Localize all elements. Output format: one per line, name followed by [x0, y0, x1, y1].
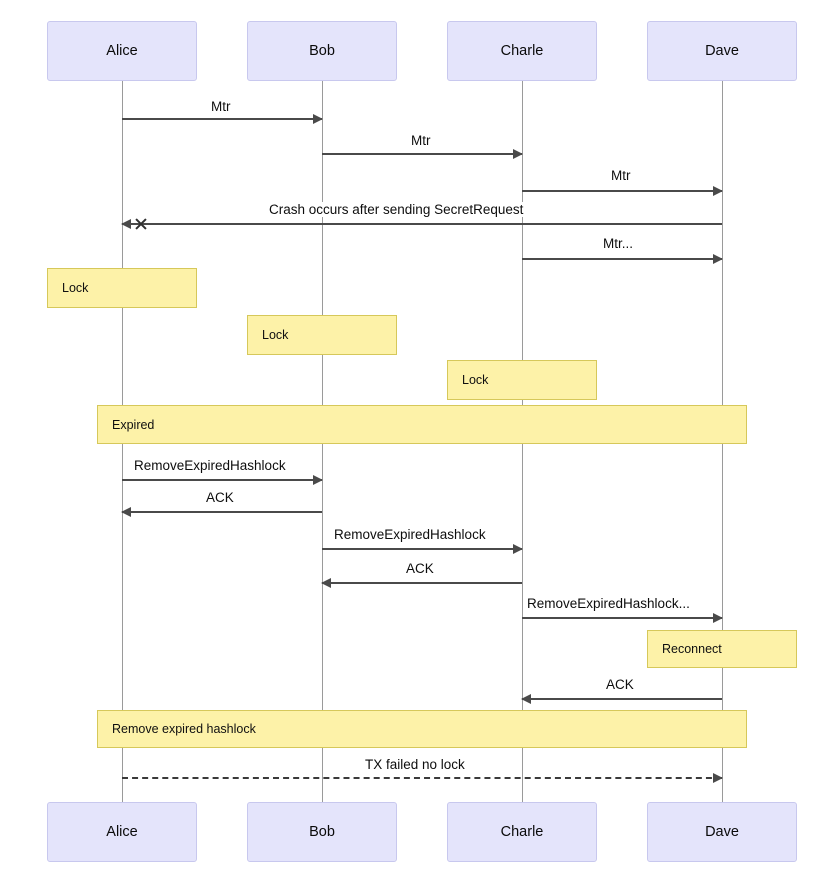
message-arrow-mtr-more-charle-dave[interactable] [522, 254, 723, 264]
arrowhead-right-icon [713, 254, 723, 264]
actor-label-alice-top: Alice [106, 43, 138, 59]
note-expired[interactable]: Expired [97, 405, 747, 444]
actor-box-bob-bottom[interactable]: Bob [247, 802, 397, 862]
message-arrow-mtr-bob-charle[interactable] [322, 149, 523, 159]
actor-box-bob-top[interactable]: Bob [247, 21, 397, 81]
arrowhead-right-icon [313, 475, 323, 485]
message-label-mtr-more-charle-dave: Mtr... [600, 236, 636, 251]
message-arrow-crash-dave-alice[interactable] [121, 219, 722, 229]
message-label-mtr-alice-bob: Mtr [208, 99, 234, 114]
arrowhead-right-icon [713, 773, 723, 783]
message-label-mtr-bob-charle: Mtr [408, 133, 434, 148]
crash-marker-icon [134, 217, 148, 231]
note-label-remove-expired-hashlock: Remove expired hashlock [112, 722, 256, 736]
message-arrow-ack-bob-alice[interactable] [121, 507, 322, 517]
actor-label-alice-bottom: Alice [106, 824, 138, 840]
message-label-mtr-charle-dave: Mtr [608, 168, 634, 183]
actor-label-bob-top: Bob [309, 43, 335, 59]
actor-box-alice-top[interactable]: Alice [47, 21, 197, 81]
note-lock-charle[interactable]: Lock [447, 360, 597, 400]
actor-box-charle-bottom[interactable]: Charle [447, 802, 597, 862]
arrowhead-right-icon [713, 186, 723, 196]
note-label-reconnect: Reconnect [662, 642, 722, 656]
message-label-removeexpiredhashlock-bob-charle: RemoveExpiredHashlock [331, 527, 489, 542]
message-label-ack-dave-charle: ACK [603, 677, 637, 692]
arrowhead-left-icon [121, 219, 131, 229]
message-arrow-ack-dave-charle[interactable] [521, 694, 722, 704]
message-arrow-removeexpiredhashlock-charle-dave[interactable] [522, 613, 723, 623]
arrowhead-right-icon [513, 544, 523, 554]
message-label-removeexpiredhashlock-charle-dave: RemoveExpiredHashlock... [524, 596, 693, 611]
actor-box-dave-top[interactable]: Dave [647, 21, 797, 81]
message-label-ack-charle-bob: ACK [403, 561, 437, 576]
note-label-lock-bob: Lock [262, 328, 289, 342]
message-arrow-removeexpiredhashlock-alice-bob[interactable] [122, 475, 323, 485]
actor-label-dave-top: Dave [705, 43, 739, 59]
message-label-removeexpiredhashlock-alice-bob: RemoveExpiredHashlock [131, 458, 289, 473]
actor-label-bob-bottom: Bob [309, 824, 335, 840]
actor-label-charle-top: Charle [500, 43, 544, 59]
note-label-expired: Expired [112, 417, 155, 432]
message-label-tx-failed-no-lock: TX failed no lock [362, 757, 468, 772]
note-reconnect[interactable]: Reconnect [647, 630, 797, 668]
note-lock-alice[interactable]: Lock [47, 268, 197, 308]
note-lock-bob[interactable]: Lock [247, 315, 397, 355]
message-label-crash-dave-alice: Crash occurs after sending SecretRequest [266, 202, 527, 217]
arrowhead-right-icon [313, 114, 323, 124]
message-label-ack-bob-alice: ACK [203, 490, 237, 505]
arrowhead-right-icon [713, 613, 723, 623]
note-label-lock-alice: Lock [62, 281, 89, 295]
arrowhead-left-icon [521, 694, 531, 704]
note-remove-expired-hashlock[interactable]: Remove expired hashlock [97, 710, 747, 748]
actor-box-dave-bottom[interactable]: Dave [647, 802, 797, 862]
arrowhead-right-icon [513, 149, 523, 159]
message-arrow-mtr-alice-bob[interactable] [122, 114, 323, 124]
arrowhead-left-icon [121, 507, 131, 517]
arrowhead-left-icon [321, 578, 331, 588]
note-label-lock-charle: Lock [462, 373, 489, 387]
message-arrow-removeexpiredhashlock-bob-charle[interactable] [322, 544, 523, 554]
actor-box-alice-bottom[interactable]: Alice [47, 802, 197, 862]
actor-label-charle-bottom: Charle [500, 824, 544, 840]
actor-box-charle-top[interactable]: Charle [447, 21, 597, 81]
message-arrow-tx-failed-no-lock[interactable] [122, 773, 723, 783]
actor-label-dave-bottom: Dave [705, 824, 739, 840]
message-arrow-ack-charle-bob[interactable] [321, 578, 522, 588]
message-arrow-mtr-charle-dave[interactable] [522, 186, 723, 196]
